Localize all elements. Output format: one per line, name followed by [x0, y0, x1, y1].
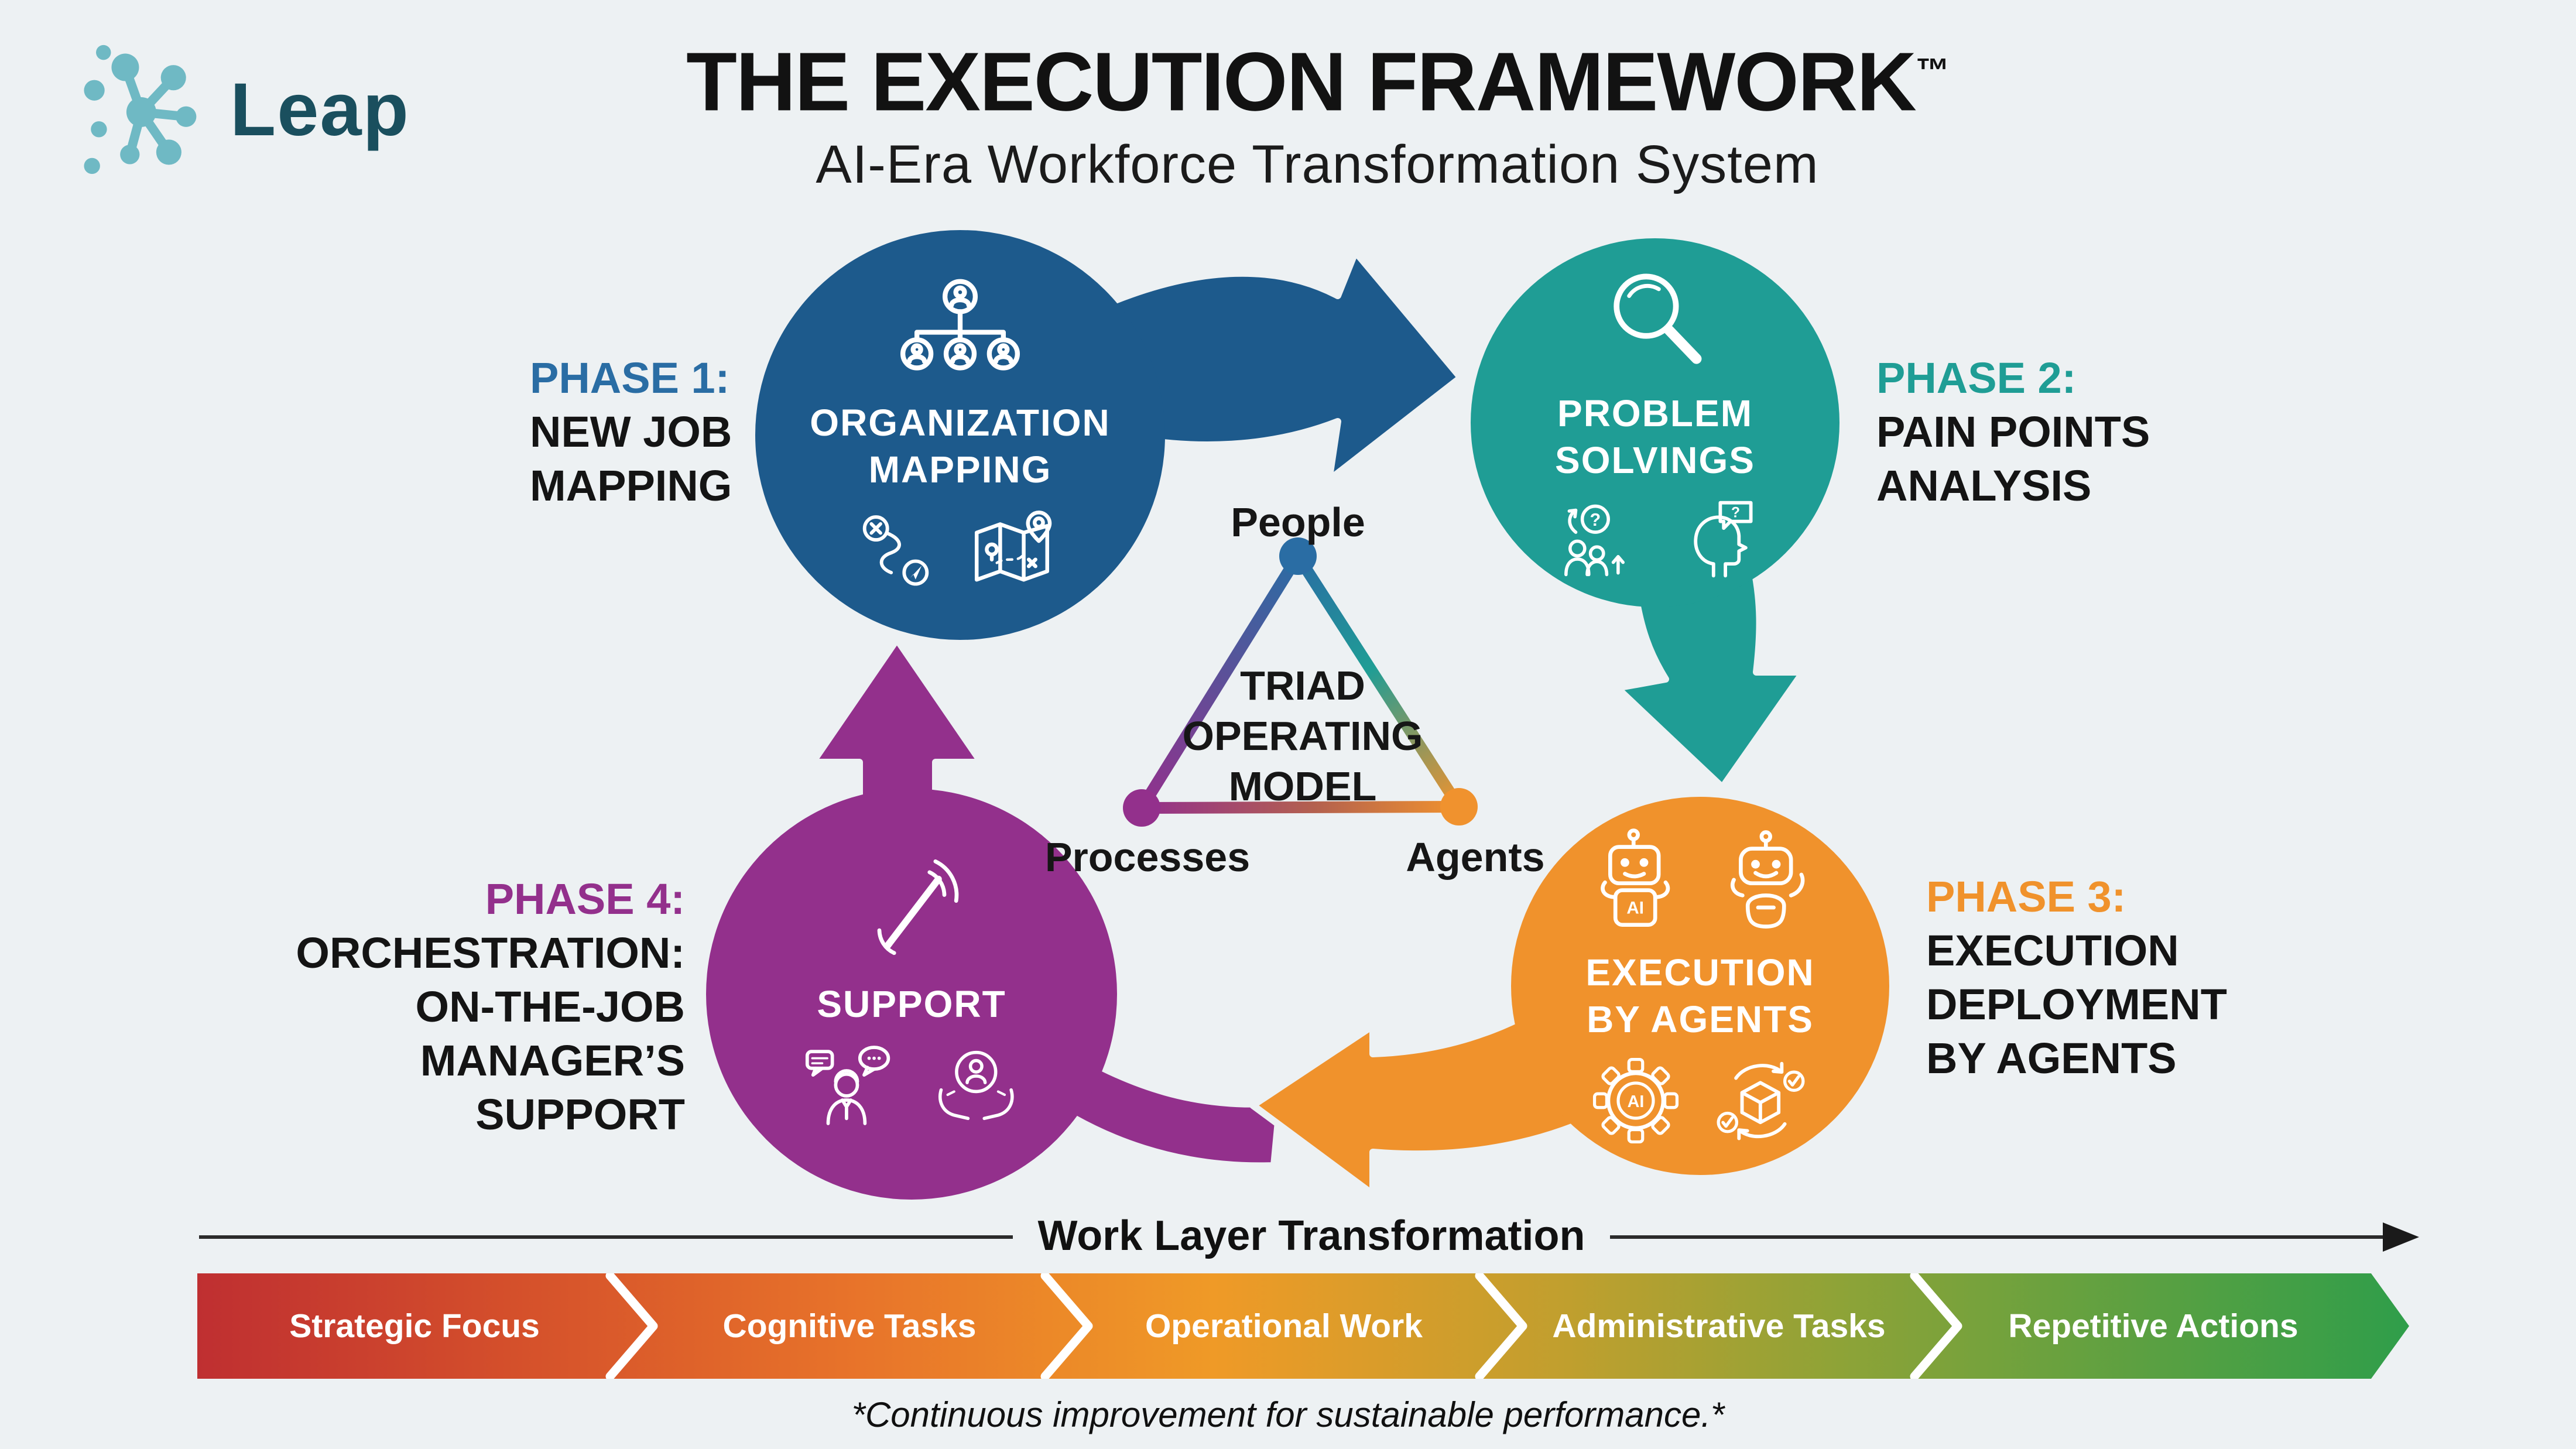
phase-1-circle-title: ORGANIZATION MAPPING	[810, 399, 1110, 493]
phase-3-circle: AI EXECUTION BY AGENTS	[1511, 797, 1889, 1175]
work-layer-segment-5: Repetitive Actions	[2008, 1307, 2298, 1345]
leap-logo-icon	[84, 44, 197, 174]
people-question-icon: ?	[1564, 504, 1625, 576]
phase-2-circle-line-2: SOLVINGS	[1555, 439, 1755, 481]
phase-4-label: PHASE 4: ORCHESTRATION: ON-THE-JOB MANAG…	[222, 872, 685, 1142]
triad-label-processes: Processes	[1044, 834, 1251, 880]
ai-glyph: AI	[1626, 898, 1644, 917]
care-hands-icon	[938, 1050, 1014, 1120]
package-cycle-icon	[1716, 1061, 1804, 1140]
phase-3-circle-line-1: EXECUTION	[1585, 951, 1815, 994]
triad-center-line-1: TRIAD	[1240, 663, 1365, 708]
phase-3-circle-title: EXECUTION BY AGENTS	[1585, 949, 1814, 1043]
leap-logo: Leap	[69, 41, 410, 179]
work-layer-segment-2: Cognitive Tasks	[722, 1307, 977, 1345]
phase-1-circle-line-2: MAPPING	[868, 448, 1052, 491]
triad-center-title: TRIAD OPERATING MODEL	[1156, 660, 1449, 811]
phase-1-number: PHASE 1:	[530, 354, 730, 402]
phase-2-label-line-2: ANALYSIS	[1876, 461, 2092, 510]
phase-3-circle-line-2: BY AGENTS	[1587, 998, 1814, 1040]
gear-ai-icon: AI	[1592, 1057, 1678, 1143]
head-question-icon: ?	[1693, 501, 1752, 578]
triad-label-people: People	[1231, 499, 1365, 545]
phase-2-circle-title: PROBLEM SOLVINGS	[1555, 390, 1755, 484]
phase-1-label-line-1: NEW JOB	[530, 407, 732, 456]
chat-person-icon	[805, 1045, 890, 1125]
phase-2-circle-line-1: PROBLEM	[1557, 392, 1753, 434]
question-glyph: ?	[1590, 509, 1601, 529]
phase-2-number: PHASE 2:	[1876, 354, 2077, 402]
phase-4-icons	[800, 1042, 1023, 1129]
phase-4-label-line-3: MANAGER’S SUPPORT	[420, 1036, 685, 1139]
phase-3-label: PHASE 3: EXECUTION DEPLOYMENT BY AGENTS	[1926, 870, 2453, 1085]
phase-3-number: PHASE 3:	[1926, 872, 2126, 921]
trademark-mark: ™	[1915, 52, 1950, 90]
magnifier-icon	[1613, 273, 1701, 364]
work-layer-segment-1: Strategic Focus	[289, 1307, 540, 1345]
work-layer-segment-3: Operational Work	[1145, 1307, 1423, 1345]
phase-1-circle-line-1: ORGANIZATION	[810, 402, 1111, 444]
phase-3-label-line-2: DEPLOYMENT	[1926, 980, 2227, 1029]
work-layer-bar	[197, 1273, 2409, 1379]
phase-2-circle: PROBLEM SOLVINGS ? ?	[1471, 238, 1839, 607]
question-glyph: ?	[1731, 505, 1739, 520]
phase-4-label-line-1: ORCHESTRATION:	[296, 929, 685, 977]
phase-2-icons: ? ?	[1550, 498, 1761, 583]
axis-arrowhead-icon	[2383, 1222, 2419, 1252]
header: THE EXECUTION FRAMEWORK™ AI-Era Workforc…	[527, 27, 2108, 196]
triad-vertex-processes	[1123, 789, 1160, 827]
route-icon	[862, 515, 929, 585]
phase-4-circle-title: SUPPORT	[817, 981, 1006, 1027]
phase-2-label-line-1: PAIN POINTS	[1876, 407, 2150, 456]
work-layer-title: Work Layer Transformation	[1037, 1212, 1585, 1259]
page-title-text: THE EXECUTION FRAMEWORK	[686, 35, 1917, 129]
page-subtitle: AI-Era Workforce Transformation System	[816, 135, 1819, 195]
robot-icon: AI	[1601, 828, 1670, 927]
work-layer-segment-4: Administrative Tasks	[1552, 1307, 1886, 1345]
page-title: THE EXECUTION FRAMEWORK™	[527, 27, 2108, 126]
phase-4-circle-line-1: SUPPORT	[817, 982, 1006, 1025]
phase-2-label: PHASE 2: PAIN POINTS ANALYSIS	[1876, 351, 2403, 513]
map-icon	[974, 511, 1051, 582]
triad-center-line-3: MODEL	[1228, 763, 1377, 809]
phase-1-circle: ORGANIZATION MAPPING	[755, 230, 1165, 640]
phase-1-label-line-2: MAPPING	[530, 461, 732, 510]
phase-1-label: PHASE 1: NEW JOB MAPPING	[530, 351, 975, 513]
leap-logo-text: Leap	[230, 68, 410, 152]
footer-note: *Continuous improvement for sustainable …	[851, 1395, 1725, 1434]
org-chart-icon	[900, 279, 1020, 371]
triad-center-line-2: OPERATING	[1182, 713, 1423, 759]
phase-4-label-line-2: ON-THE-JOB	[415, 982, 685, 1031]
triad-label-agents: Agents	[1406, 834, 1545, 880]
ai-glyph: AI	[1627, 1092, 1644, 1111]
phase-3-robots: AI	[1584, 828, 1816, 936]
phase-1-icons	[858, 507, 1063, 592]
phase-4-number: PHASE 4:	[485, 875, 685, 923]
baton-icon	[877, 859, 958, 955]
robot-buddy-icon	[1730, 830, 1805, 929]
phase-3-label-line-3: BY AGENTS	[1926, 1034, 2177, 1083]
phase-4-circle: SUPPORT	[706, 789, 1117, 1200]
phase-3-label-line-1: EXECUTION	[1926, 926, 2179, 975]
phase-3-icons: AI	[1592, 1057, 1809, 1145]
